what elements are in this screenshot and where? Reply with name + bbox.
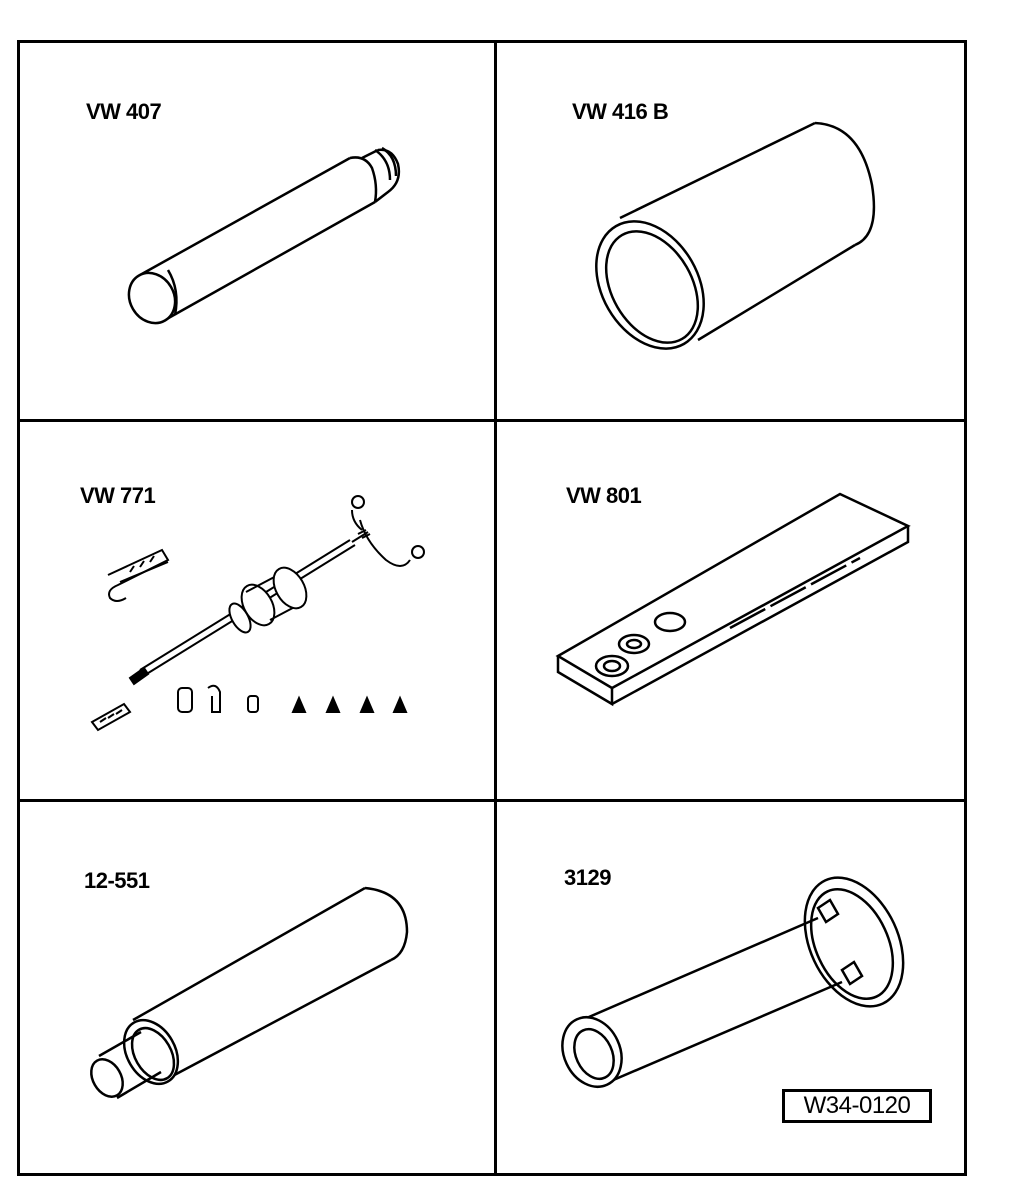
tool-label-12-551: 12-551: [84, 868, 150, 893]
tool-sheet-frame: [17, 40, 967, 1176]
figure-reference: W34-0120: [782, 1089, 932, 1123]
tool-label-vw801: VW 801: [566, 483, 642, 508]
tool-vw801-drawing: [550, 488, 920, 718]
tool-12-551-drawing: [85, 880, 425, 1110]
tool-vw416b-drawing: [590, 115, 890, 355]
tool-vw407-drawing: [120, 140, 420, 340]
tool-label-3129: 3129: [564, 865, 611, 890]
tool-3129-drawing: [552, 870, 922, 1100]
grid-divider-row-1: [20, 419, 964, 422]
tool-vw771-drawing: [90, 490, 430, 730]
tool-label-vw771: VW 771: [80, 483, 156, 508]
grid-divider-row-2: [20, 799, 964, 802]
tool-label-vw407: VW 407: [86, 99, 162, 124]
tool-label-vw416b: VW 416 B: [572, 99, 669, 124]
grid-divider-vertical: [494, 43, 497, 1173]
